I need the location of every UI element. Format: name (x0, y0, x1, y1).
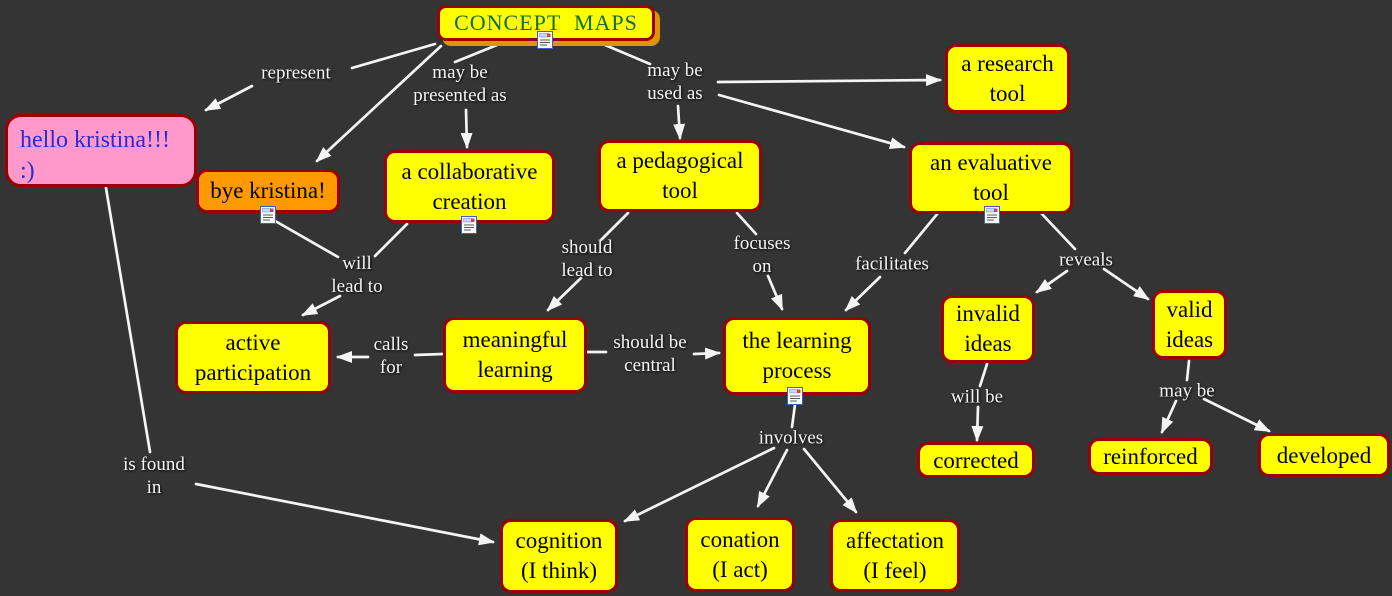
link-label-should-be-central[interactable]: should be central (613, 331, 687, 376)
node-corrected[interactable]: corrected (917, 442, 1035, 478)
node-label: cognition (I think) (515, 528, 603, 583)
resource-document-icon[interactable] (260, 206, 276, 224)
node-label: reinforced (1103, 444, 1198, 469)
resource-document-icon[interactable] (461, 216, 477, 234)
node-label: bye kristina! (210, 178, 326, 204)
node-label: conation (I act) (700, 526, 780, 582)
resource-document-icon[interactable] (537, 31, 553, 49)
node-label: invalid ideas (956, 301, 1020, 356)
node-reinforced[interactable]: reinforced (1088, 438, 1213, 475)
node-affectation[interactable]: affectation (I feel) (830, 519, 960, 592)
node-meaningful-learning[interactable]: meaningful learning (443, 317, 587, 393)
node-label: a collaborative creation (401, 158, 538, 214)
node-active-participation[interactable]: active participation (175, 321, 331, 394)
node-label: an evaluative tool (930, 150, 1052, 205)
link-label-should-lead-to[interactable]: should lead to (561, 236, 613, 281)
node-developed[interactable]: developed (1258, 433, 1390, 477)
link-label-calls-for[interactable]: calls for (373, 333, 409, 378)
node-collaborative-creation[interactable]: a collaborative creation (384, 150, 555, 223)
node-label: valid ideas (1165, 296, 1214, 352)
resource-document-icon[interactable] (984, 206, 1000, 224)
node-label: a research tool (961, 50, 1054, 106)
node-label: developed (1276, 442, 1372, 468)
node-evaluative-tool[interactable]: an evaluative tool (909, 142, 1073, 214)
node-conation[interactable]: conation (I act) (685, 517, 795, 592)
node-label: the learning process (742, 328, 852, 383)
node-learning-process[interactable]: the learning process (723, 317, 871, 395)
node-label: active participation (194, 329, 312, 385)
link-label-may-be-presented-as[interactable]: may be presented as (413, 61, 507, 106)
node-hello-kristina[interactable]: hello kristina!!! :) (5, 114, 197, 187)
node-label: a pedagogical tool (616, 148, 744, 203)
link-label-may-be[interactable]: may be (1159, 380, 1215, 402)
node-label: corrected (933, 447, 1019, 473)
link-label-will-be[interactable]: will be (950, 386, 1004, 408)
link-label-may-be-used-as[interactable]: may be used as (647, 59, 703, 104)
link-label-involves[interactable]: involves (758, 427, 824, 449)
node-label: meaningful learning (462, 327, 568, 382)
link-label-represent[interactable]: represent (261, 62, 331, 84)
link-label-focuses-on[interactable]: focuses on (733, 232, 791, 277)
node-valid-ideas[interactable]: valid ideas (1152, 290, 1227, 359)
node-label: hello kristina!!! :) (20, 127, 170, 185)
node-invalid-ideas[interactable]: invalid ideas (941, 295, 1035, 363)
resource-document-icon[interactable] (787, 387, 803, 405)
node-label: affectation (I feel) (846, 527, 944, 583)
link-label-will-lead-to[interactable]: will lead to (331, 252, 383, 297)
link-label-is-found-in[interactable]: is found in (123, 453, 185, 498)
node-label: CONCEPT MAPS (454, 10, 638, 35)
node-pedagogical-tool[interactable]: a pedagogical tool (598, 140, 762, 212)
link-label-facilitates[interactable]: facilitates (855, 253, 929, 275)
link-label-reveals[interactable]: reveals (1059, 249, 1113, 271)
node-cognition[interactable]: cognition (I think) (500, 519, 618, 593)
node-research-tool[interactable]: a research tool (945, 44, 1070, 113)
